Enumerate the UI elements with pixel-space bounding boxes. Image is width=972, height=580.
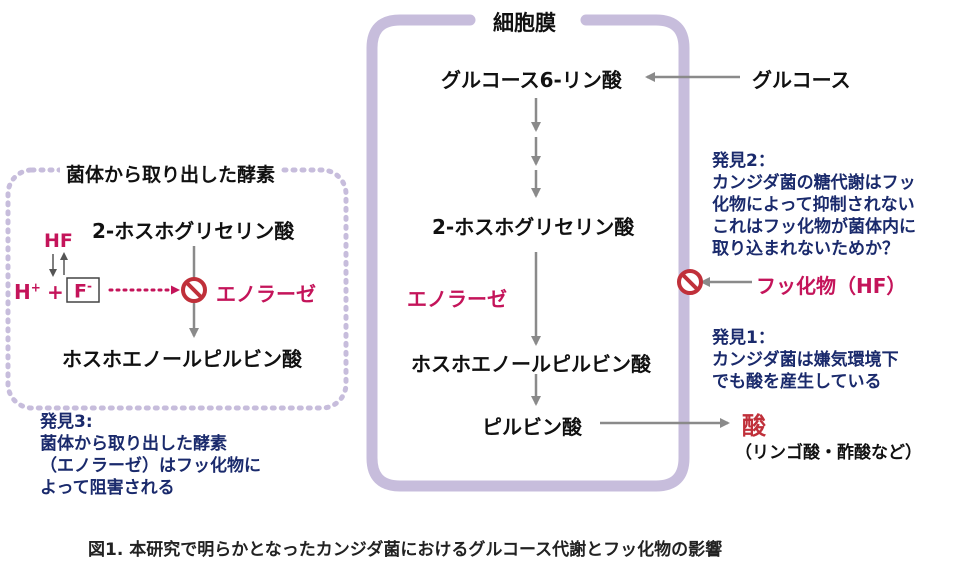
inhibit-icon (677, 269, 703, 295)
figure-caption: 図1. 本研究で明らかとなったカンジダ菌におけるグルコース代謝とフッ化物の影響 (88, 540, 723, 560)
finding-3: 発見3: 菌体から取り出した酵素 （エノラーゼ）はフッ化物に よって阻害される (40, 411, 261, 499)
left-2-phosphoglycerate: 2-ホスホグリセリン酸 (92, 219, 295, 243)
2-phosphoglycerate: 2-ホスホグリセリン酸 (432, 215, 635, 239)
fluoride-label: フッ化物（HF） (756, 274, 907, 298)
finding-3-line: よって阻害される (40, 478, 175, 498)
finding-2: 発見2： カンジダ菌の糖代謝はフッ 化物によって抑制されない これはフッ化物が菌… (712, 150, 916, 260)
fluoride-charge: - (86, 279, 92, 293)
phosphoenolpyruvate: ホスホエノールピルビン酸 (411, 352, 651, 376)
left-enolase-label: エノラーゼ (216, 282, 316, 306)
finding-2-title: 発見2： (712, 151, 775, 171)
finding-3-title: 発見3: (40, 412, 93, 432)
left-phosphoenolpyruvate: ホスホエノールピルビン酸 (62, 347, 302, 371)
acid-examples: （リンゴ酸・酢酸など） (735, 443, 922, 463)
cell-membrane (366, 14, 690, 492)
glucose-6-phosphate: グルコース6-リン酸 (441, 68, 622, 92)
finding-2-line: 取り込まれないためか？ (712, 239, 899, 259)
finding-3-line: （エノラーゼ）はフッ化物に (40, 456, 261, 476)
enolase-label: エノラーゼ (407, 287, 507, 311)
hydrogen-ion: H+ (14, 280, 41, 304)
hydrogen-symbol: H (14, 280, 31, 304)
finding-2-line: 化物によって抑制されない (712, 195, 915, 215)
finding-3-line: 菌体から取り出した酵素 (40, 434, 227, 454)
fluoride-ion-box (66, 277, 100, 303)
glucose: グルコース (752, 68, 851, 92)
pyruvate: ピルビン酸 (482, 415, 582, 439)
finding-2-line: これはフッ化物が菌体内に (712, 217, 916, 237)
hf-label: HF (44, 230, 73, 252)
finding-1-line: でも酸を産生している (712, 372, 882, 392)
acid-label: 酸 (742, 412, 766, 440)
isolated-enzyme-title: 菌体から取り出した酵素 (60, 160, 282, 187)
hydrogen-charge: + (30, 280, 41, 295)
fluoride-symbol: F (74, 280, 87, 303)
plus-sign: + (47, 280, 64, 304)
finding-1: 発見1： カンジダ菌は嫌気環境下 でも酸を産生している (712, 327, 899, 393)
finding-1-title: 発見1： (712, 328, 775, 348)
membrane-label: 細胞膜 (493, 11, 556, 35)
inhibit-icon (181, 277, 207, 303)
fluoride-ion: F- (74, 279, 92, 302)
finding-1-line: カンジダ菌は嫌気環境下 (712, 350, 899, 370)
finding-2-line: カンジダ菌の糖代謝はフッ (712, 173, 916, 193)
